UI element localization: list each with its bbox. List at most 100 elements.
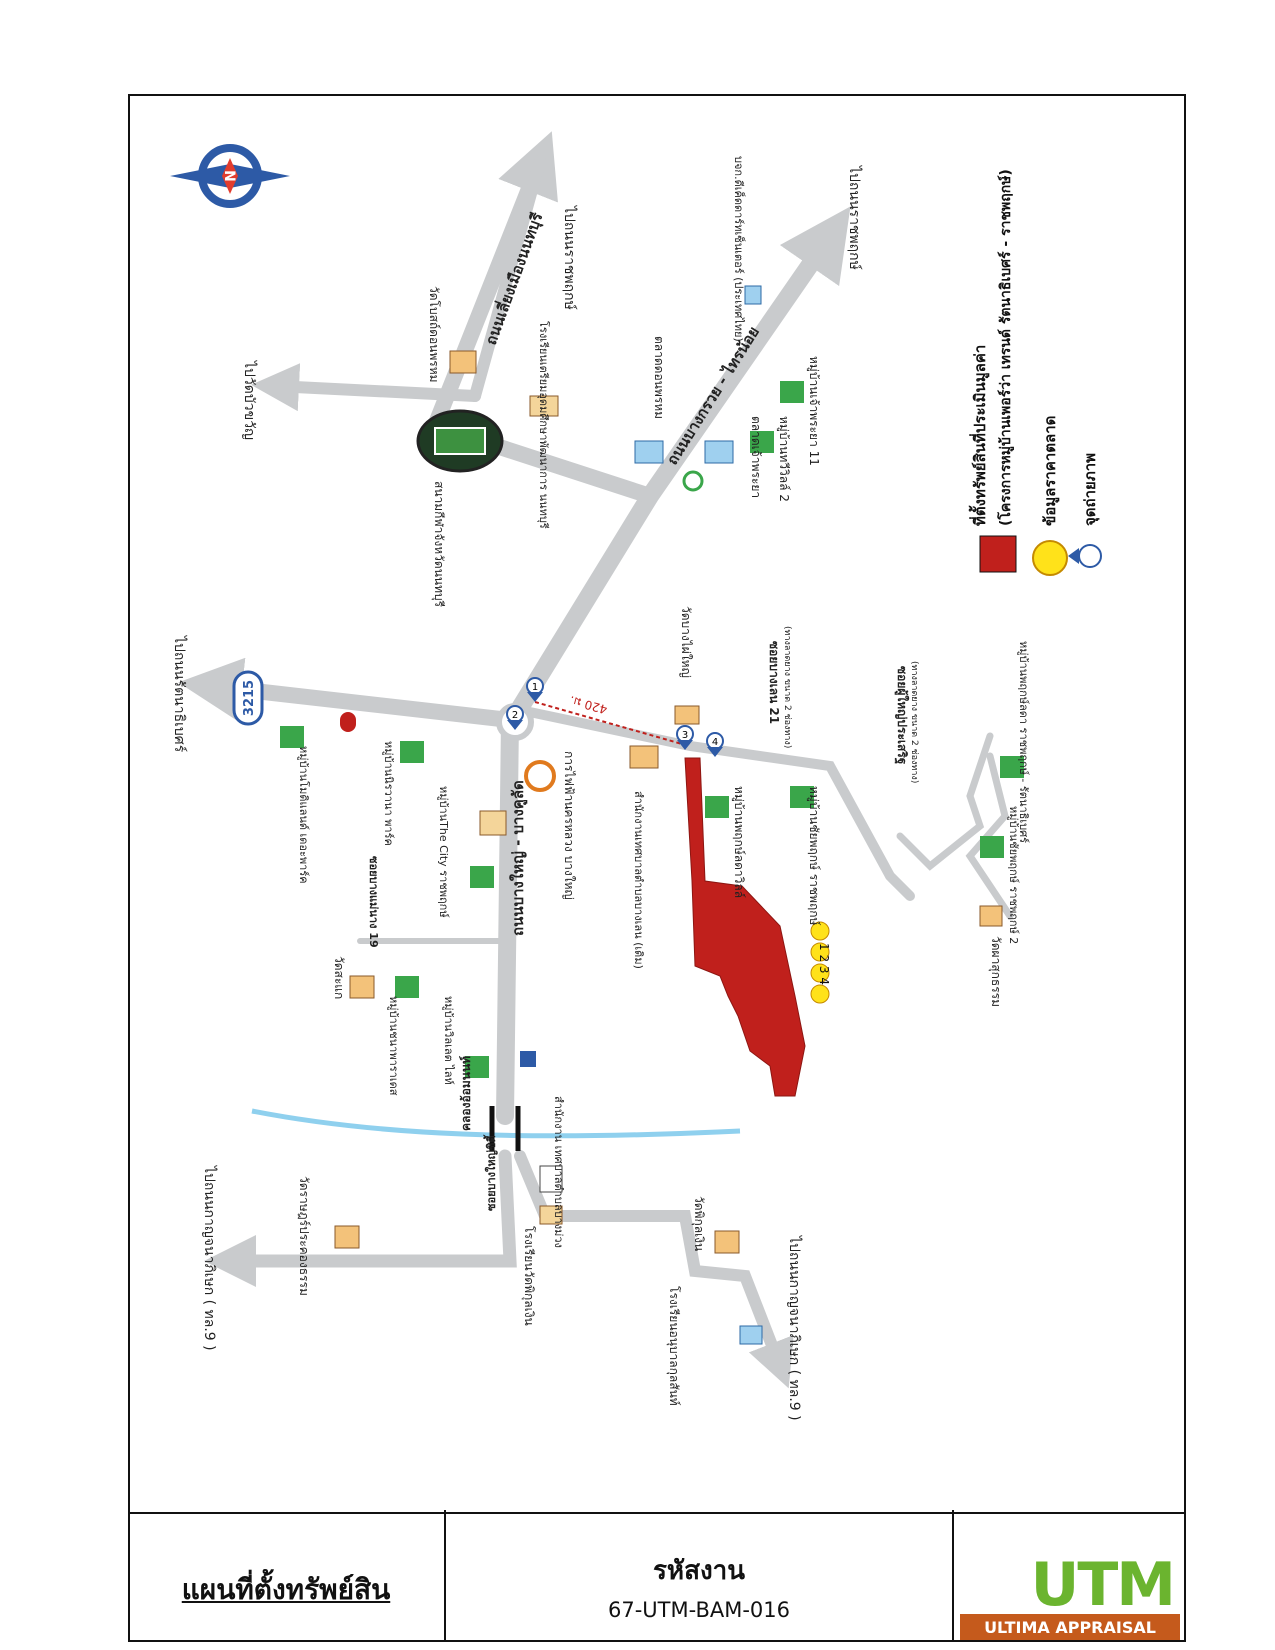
label-vill-thecity: หมู่บ้านThe City ราชพฤกษ์	[437, 786, 450, 918]
office-icon-2	[479, 810, 507, 836]
subject-property-parcel	[684, 757, 806, 1097]
map-frame: 1 2 3 4 420 ม. 1 2 3 4 N 3215	[128, 94, 1186, 1642]
village-icon	[780, 381, 804, 403]
gas-icon	[340, 712, 356, 732]
legend-market-swatch	[1032, 540, 1068, 576]
job-code-value: 67-UTM-BAM-016	[608, 1598, 790, 1622]
label-vill-ratchaphruek: หมู่บ้านชัยพฤกษ์ ราชพฤกษ์	[806, 786, 821, 926]
school-icon	[529, 395, 559, 417]
label-school-watphikun: โรงเรียนวัดพิกุลเงิน	[521, 1226, 536, 1326]
village-icon-4	[790, 786, 814, 808]
village-icon-11	[1000, 756, 1024, 778]
label-office-bangmuang: สำนักงานเทศบาลตำบลบางเลน (เดิม)	[632, 791, 645, 969]
label-canal: คลองอ้อมนนท์	[459, 1056, 473, 1131]
label-school-triam: โรงเรียนเตรียมอุดมศึกษาพัฒนาการ นนทบุรี	[537, 321, 551, 529]
svg-text:3: 3	[682, 730, 688, 741]
village-icon-9	[465, 1056, 489, 1078]
legend: ที่ตั้งทรัพย์สินที่ประเมินมูลค่า (โครงกา…	[968, 169, 1102, 576]
legend-subject-label: ที่ตั้งทรัพย์สินที่ประเมินมูลค่า	[968, 345, 990, 526]
label-vill-bangyai: หมู่บ้านชนาพาราเดส	[387, 996, 400, 1096]
label-vill-thawi2: หมู่บ้านทวีวิลล์ 2	[776, 416, 791, 502]
pea-icon	[524, 760, 556, 792]
temple-icon-5	[334, 1225, 360, 1249]
label-school-anuban: โรงเรียนอนุบาลกุลสันท์	[666, 1286, 681, 1406]
market-icon	[634, 440, 664, 464]
label-to-ratchaphruek-top: ไปถนนราชพฤกษ์	[561, 205, 578, 310]
svg-text:4: 4	[712, 737, 718, 748]
school-icon-2	[539, 1205, 563, 1225]
label-market-chaophraya: ตลาดเจ้าพระยา	[749, 416, 763, 498]
legend-subject-swatch	[979, 535, 1017, 573]
label-vill-patio: หมู่บ้านพฤกษ์ลดาวิลล์	[731, 786, 746, 898]
label-wat-praduu: วัดราษฎร์ประคองธรรม	[297, 1176, 311, 1296]
label-to-watbuakwan: ไปวัดบัวขวัญ	[241, 360, 258, 440]
landmark-icons	[280, 285, 1024, 1345]
market-icon-2	[704, 440, 734, 464]
label-to-kanchana-left: ไปถนนกาญจนาภิเษก ( ทล.9 )	[201, 1165, 218, 1351]
canal-line	[251, 1108, 741, 1139]
label-road-banglen: ถนนบางใหญ่ - บางคูลัด	[509, 780, 528, 936]
label-vill-rattanathibet: หมู่บ้านพฤกษ์ลดา ราชพฤกษ์ - รัตนาธิเบศร์	[1017, 641, 1030, 843]
label-office-tambon: สำนักงาน เทศบาลตำบลบางม่วง	[552, 1096, 565, 1248]
label-market-donphrom: ตลาดดอนพรหม	[652, 336, 666, 419]
label-stadium: สนามกีฬาจังหวัดนนทบุรี	[431, 481, 446, 608]
temple-icon-2	[674, 705, 700, 725]
svg-text:2: 2	[512, 710, 518, 721]
legend-subject-sub: (โครงการหมู่บ้านเพอร์ว่า เทรนด์ รัตนาธิเ…	[996, 169, 1014, 526]
village-icon-2	[750, 431, 774, 453]
photo-points: 1 2 3 4	[506, 677, 724, 757]
village-icon-6	[400, 741, 424, 763]
location-map: 1 2 3 4 420 ม. 1 2 3 4 N 3215	[170, 131, 1102, 1421]
office-icon	[539, 1165, 563, 1193]
company-icon	[744, 285, 762, 305]
distance-line	[534, 701, 683, 745]
subject-number-label: 1 2 3 4	[817, 943, 831, 985]
photo-point-2: 2	[506, 705, 524, 730]
svg-text:3215: 3215	[242, 680, 257, 716]
footer-logo-cell: UTM ULTIMA APPRAISAL	[954, 1510, 1186, 1640]
logo-subtitle: ULTIMA APPRAISAL	[984, 1618, 1156, 1637]
footer-code-cell: รหัสงาน 67-UTM-BAM-016	[446, 1510, 954, 1640]
photo-point-1: 1	[526, 677, 544, 702]
temple-icon-6	[714, 1230, 740, 1254]
temple-icon-3	[629, 745, 659, 769]
road-to-ratchaphruek-top	[469, 155, 546, 402]
soi-phu-yai	[896, 732, 994, 871]
job-code-label: รหัสงาน	[652, 1556, 746, 1586]
legend-photo-swatch	[1068, 544, 1102, 568]
bank-icon-2	[520, 1051, 536, 1067]
label-wat-tha: วัดสะแก	[332, 956, 346, 999]
label-wat-bangphaiyai: วัดบางไผ่ใหญ่	[679, 606, 693, 678]
label-soi-19: ซอยบางแม่นาง 19	[367, 856, 380, 948]
village-icon-8	[395, 976, 419, 998]
footer-title-cell: แผนที่ตั้งทรัพย์สิน	[128, 1510, 446, 1640]
village-icon-10	[980, 836, 1004, 858]
market-data-markers: 1 2 3 4	[810, 921, 831, 1004]
soi-banglen-21	[520, 706, 915, 901]
logo-bar: ULTIMA APPRAISAL	[960, 1614, 1180, 1640]
road-network	[178, 131, 1014, 1389]
legend-photo-label: จุดถ่ายภาพ	[1081, 453, 1100, 526]
label-to-rattanathibet: ไปถนนรัตนาธิเบศร์	[171, 635, 188, 753]
north-arrow-icon: N	[170, 144, 290, 208]
label-vill-ratchaphruek2: หมู่บ้านชัยพฤกษ์ ราชพฤกษ์ 2	[1007, 806, 1020, 944]
stadium-icon	[416, 409, 504, 473]
bank-icon	[682, 470, 704, 492]
label-wat-phikun: วัดพิกุลเงิน	[691, 1196, 706, 1251]
soi-branch-1	[965, 752, 1014, 920]
label-wat-khaen: วัดผาสุกธรรม	[988, 936, 1003, 1007]
road-bangyai	[496, 711, 519, 1125]
label-vill-nirvana: หมู่บ้านนิรวานา พาร์ค	[382, 741, 395, 846]
village-icon-7	[470, 866, 494, 888]
document-title: แผนที่ตั้งทรัพย์สิน	[181, 1573, 391, 1606]
label-company: บจก.ดีเค็ดดาร์ทเซ็นเตอร์ (ประเทศไทย)	[732, 156, 746, 342]
legend-market-label: ข้อมูลราคาตลาด	[1041, 416, 1060, 526]
distance-label: 420 ม.	[568, 693, 609, 716]
label-pea: การไฟฟ้านครหลวง บางใหญ่	[562, 751, 576, 900]
temple-icon-7	[979, 905, 1003, 927]
canal-bridge	[489, 1106, 521, 1151]
label-wat-bothong: วัดโบสถ์ดอนพรหม	[427, 286, 441, 383]
road-to-kanchana-left	[204, 1149, 517, 1287]
label-vill-chaophraya11: หมู่บ้านเจ้าพระยา 11	[806, 356, 821, 466]
label-vill-modi: หมู่บ้านโมดิแลนด์ เดอะพาร์ค	[297, 746, 311, 884]
